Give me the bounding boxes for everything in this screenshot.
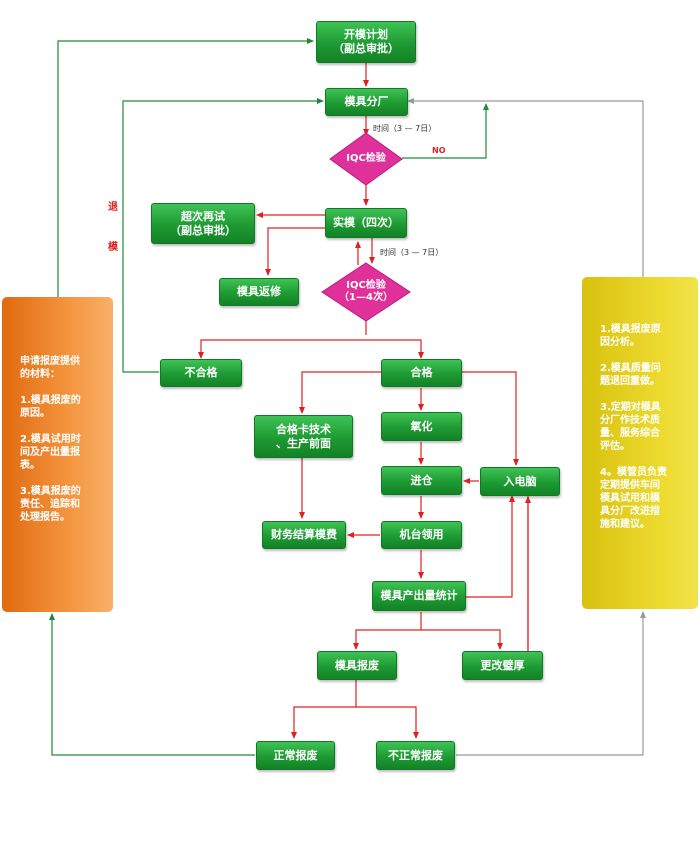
- iqc-label-1: IQC检验: [346, 153, 386, 164]
- buhege-box: 不合格: [160, 359, 242, 387]
- green-return-arrows: [49, 38, 489, 756]
- moju-fanxiu-box: 模具返修: [219, 278, 299, 306]
- kaimo-box: 开模计划 （副总审批）: [316, 21, 416, 63]
- chaoci-box: 超次再试 （副总审批）: [151, 203, 255, 244]
- iqc-diamond-1: [329, 132, 403, 186]
- chanchu-box: 模具产出量统计: [372, 581, 466, 611]
- no-label: NO: [432, 146, 446, 155]
- genggai-box: 更改璧厚: [462, 651, 543, 680]
- buzhengchang-box: 不正常报废: [376, 741, 455, 770]
- jitai-box: 机台领用: [381, 521, 462, 549]
- jincang-box: 进仓: [381, 466, 462, 495]
- tui-label: 退: [108, 202, 118, 213]
- moju-fenchang-box: 模具分厂: [325, 88, 408, 116]
- iqc-diamond-2: [321, 262, 411, 322]
- zhengchang-box: 正常报废: [256, 741, 335, 770]
- caiwu-box: 财务结算模费: [262, 521, 346, 549]
- hegeka-box: 合格卡技术 、生产前面: [254, 415, 353, 458]
- quality-analysis-panel: 1.模具报废原 因分析。 2.模具质量问 题退回重做。 3.定期对模具 分厂作技…: [582, 277, 698, 609]
- baofei-box: 模具报废: [317, 651, 397, 680]
- rudiannao-box: 入电脑: [480, 467, 560, 496]
- gray-arrows: [407, 98, 646, 756]
- iqc-label-2: IQC检验 （1—4次）: [339, 280, 393, 303]
- yanghua-box: 氧化: [381, 412, 462, 441]
- red-flow-arrows: [198, 63, 531, 739]
- hege-box: 合格: [381, 359, 462, 387]
- time-note-1: 时间（3 — 7日）: [373, 124, 437, 133]
- shimo-box: 实模（四次）: [325, 208, 407, 238]
- mo-label: 模: [108, 242, 118, 253]
- scrap-materials-panel: 申请报废提供 的材料： 1.模具报废的 原因。 2.模具试用时 间及产出量报 表…: [2, 297, 113, 612]
- time-note-2: 时间（3 — 7日）: [380, 248, 444, 257]
